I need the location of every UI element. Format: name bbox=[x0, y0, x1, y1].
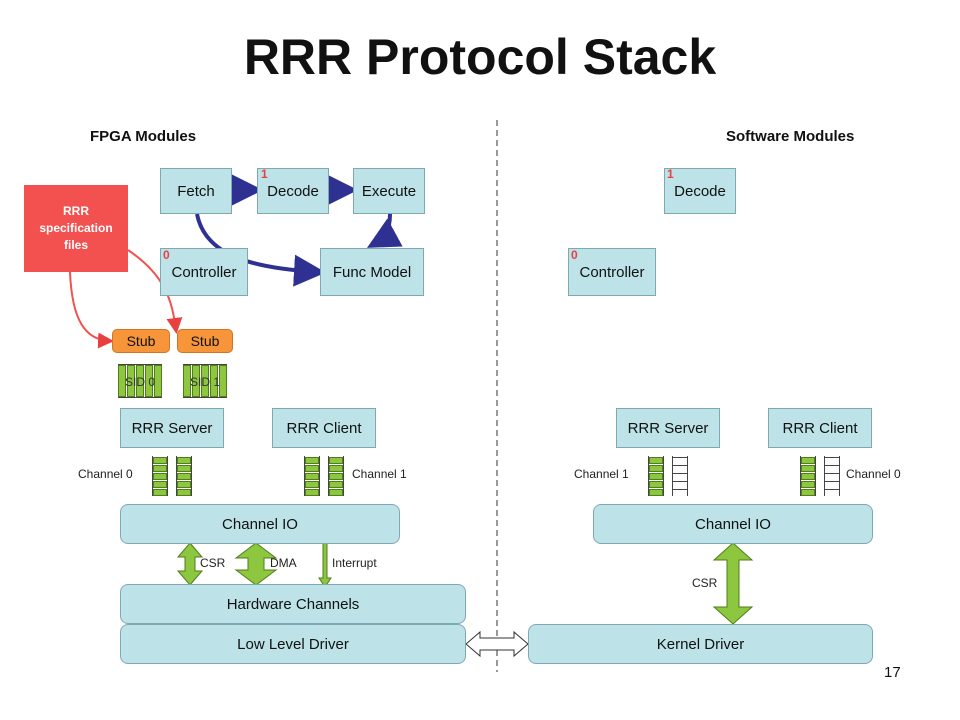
software-channel-io-box: Channel IO bbox=[593, 504, 873, 544]
sid0-label: SID 0 bbox=[124, 375, 155, 389]
sid1-queue bbox=[183, 364, 227, 398]
fpga-channel-io-box: Channel IO bbox=[120, 504, 400, 544]
fpga-dma-label: DMA bbox=[270, 556, 297, 570]
fpga-channel0-label: Channel 0 bbox=[78, 467, 133, 481]
execute-to-funcmodel-curve bbox=[366, 213, 403, 248]
software-rrr-server-box: RRR Server bbox=[616, 408, 720, 448]
sid1-label: SID 1 bbox=[189, 375, 220, 389]
fpga-channel1-queue-b bbox=[328, 456, 344, 496]
fpga-csr-arrow bbox=[176, 542, 204, 586]
fpga-rrr-server-box: RRR Server bbox=[120, 408, 224, 448]
fpga-stub-0: Stub bbox=[112, 329, 170, 353]
software-csr-label: CSR bbox=[692, 576, 718, 590]
software-rrr-client-box: RRR Client bbox=[768, 408, 872, 448]
fpga-hardware-channels-box: Hardware Channels bbox=[120, 584, 466, 624]
software-controller-box: Controller bbox=[568, 248, 656, 296]
fpga-fetch-box: Fetch bbox=[160, 168, 232, 214]
software-controller-number: 0 bbox=[571, 248, 578, 262]
software-channel0-label: Channel 0 bbox=[846, 467, 901, 481]
fpga-modules-heading: FPGA Modules bbox=[90, 128, 197, 145]
software-channel0-queue-b bbox=[824, 456, 840, 496]
fpga-channel0-queue-b bbox=[176, 456, 192, 496]
software-channel1-label: Channel 1 bbox=[574, 467, 629, 481]
fpga-channel1-queue-a bbox=[304, 456, 320, 496]
software-channel1-queue-a bbox=[648, 456, 664, 496]
sid0-queue bbox=[118, 364, 162, 398]
software-channel1-queue-b bbox=[672, 456, 688, 496]
fpga-low-level-driver-box: Low Level Driver bbox=[120, 624, 466, 664]
page-number: 17 bbox=[884, 664, 901, 681]
spec-to-stub0-curve bbox=[69, 271, 114, 349]
fpga-interrupt-label: Interrupt bbox=[332, 556, 377, 570]
fpga-interrupt-arrow bbox=[318, 542, 332, 588]
fpga-decode-box: Decode bbox=[257, 168, 329, 214]
fpga-channel0-queue-a bbox=[152, 456, 168, 496]
slide-title: RRR Protocol Stack bbox=[243, 29, 717, 85]
software-decode-number: 1 bbox=[667, 167, 674, 181]
software-csr-arrow bbox=[712, 542, 754, 625]
software-decode-box: Decode bbox=[664, 168, 736, 214]
fpga-func-model-box: Func Model bbox=[320, 248, 424, 296]
fpga-csr-label: CSR bbox=[200, 556, 226, 570]
software-kernel-driver-box: Kernel Driver bbox=[528, 624, 873, 664]
software-channel0-queue-a bbox=[800, 456, 816, 496]
fpga-controller-box: Controller bbox=[160, 248, 248, 296]
software-modules-heading: Software Modules bbox=[726, 128, 855, 145]
fpga-decode-number: 1 bbox=[261, 167, 268, 181]
rrr-specification-files: RRR specification files bbox=[24, 185, 128, 272]
fpga-stub-1: Stub bbox=[177, 329, 233, 353]
fpga-rrr-client-box: RRR Client bbox=[272, 408, 376, 448]
fpga-controller-number: 0 bbox=[163, 248, 170, 262]
fpga-channel1-label: Channel 1 bbox=[352, 467, 407, 481]
fpga-execute-box: Execute bbox=[353, 168, 425, 214]
